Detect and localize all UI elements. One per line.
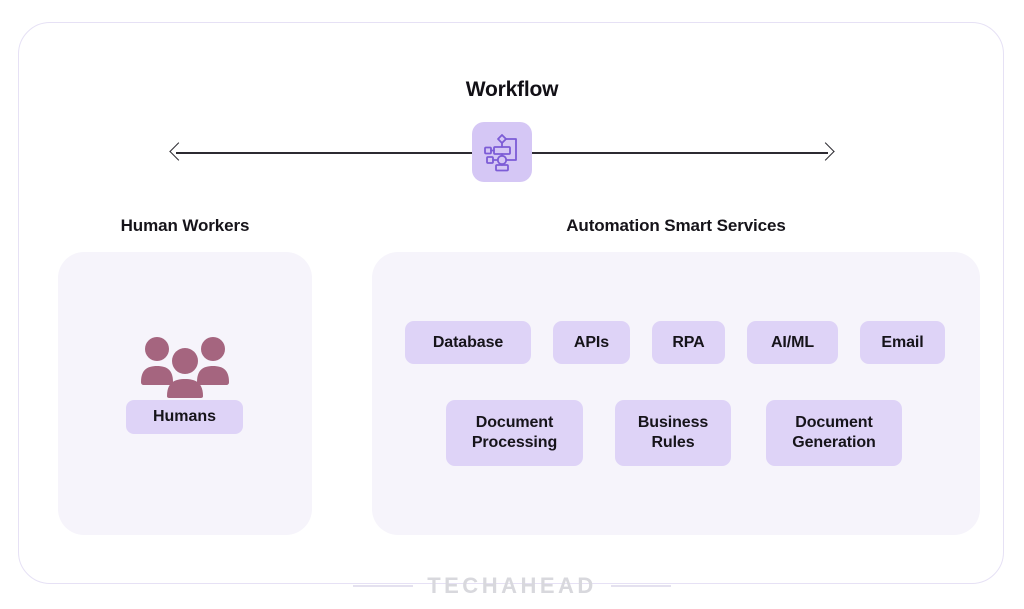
chip-line-2: Processing <box>471 434 558 451</box>
chip-apis[interactable]: APIs <box>553 321 630 364</box>
chip-line-1: Document <box>795 414 873 431</box>
chip-rpa[interactable]: RPA <box>652 321 725 364</box>
chip-document-generation[interactable]: Document Generation <box>766 400 902 466</box>
panel-automation-smart-services <box>372 252 980 535</box>
three-people-icon <box>132 336 238 398</box>
chip-ai-ml[interactable]: AI/ML <box>747 321 838 364</box>
arrow-right-head-icon <box>816 142 835 161</box>
footer-brand-text: TECHAHEAD <box>427 573 597 598</box>
chip-line-1: Document <box>475 414 554 431</box>
footer-brand-bar: TECHAHEAD <box>0 572 1024 600</box>
section-heading-automation-smart-services: Automation Smart Services <box>566 216 786 235</box>
workflow-title: Workflow <box>465 78 559 101</box>
chip-humans[interactable]: Humans <box>126 400 243 434</box>
chip-email[interactable]: Email <box>860 321 945 364</box>
workflow-flowchart-icon <box>483 132 521 172</box>
chip-database[interactable]: Database <box>405 321 531 364</box>
chip-line-2: Generation <box>792 434 876 451</box>
chip-line-2: Rules <box>651 434 695 451</box>
section-heading-human-workers: Human Workers <box>120 216 250 235</box>
chip-business-rules[interactable]: Business Rules <box>615 400 731 466</box>
footer-rule-right <box>610 585 671 587</box>
footer-rule-left <box>353 585 414 587</box>
chip-line-1: Business <box>637 414 709 431</box>
workflow-icon-tile <box>472 122 532 182</box>
chip-document-processing[interactable]: Document Processing <box>446 400 583 466</box>
